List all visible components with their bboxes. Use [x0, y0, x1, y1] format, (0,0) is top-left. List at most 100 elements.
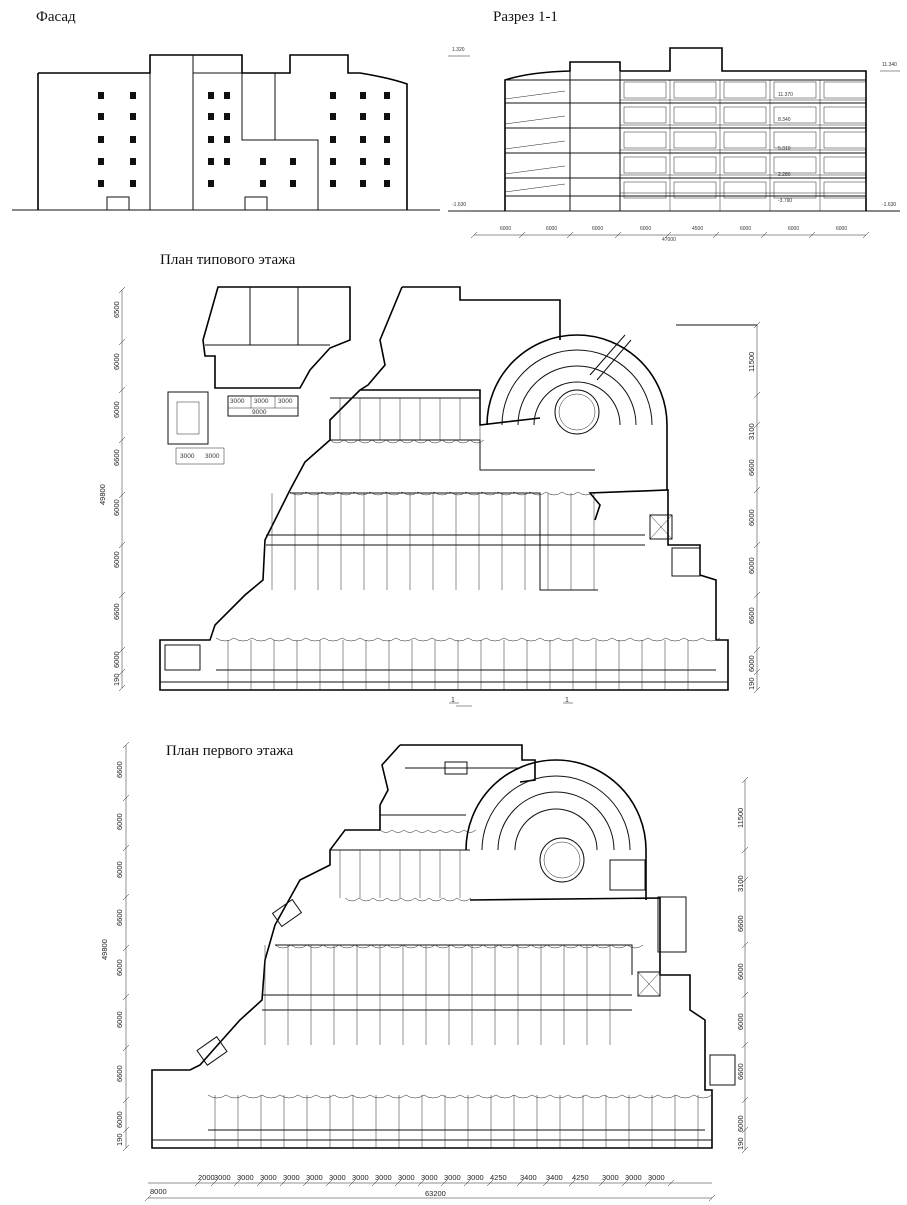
facade-window [260, 158, 266, 165]
fp-left-dim: 6600 [115, 909, 124, 926]
tp-grid-label: 3000 [254, 398, 269, 405]
tp-right-dim: 190 [747, 677, 756, 690]
fp-right-dim: 6600 [736, 915, 745, 932]
section-bottom-dim: 6000 [740, 226, 752, 232]
fp-bottom-dim: 3000 [237, 1173, 254, 1182]
section-floor-label: 8.340 [778, 117, 791, 123]
facade-window [130, 92, 136, 99]
fp-left-dim: 6600 [115, 1065, 124, 1082]
section-floors [504, 80, 867, 211]
tp-right-dim: 3100 [747, 423, 756, 440]
fp-bottom-dim: 2000 [198, 1173, 215, 1182]
facade-window [130, 180, 136, 187]
fp-left-dim: 6600 [115, 761, 124, 778]
facade-window [130, 136, 136, 143]
section-level-label: 1.320 [452, 47, 465, 53]
tp-right-dim: 6600 [747, 607, 756, 624]
tp-grid-label: 3000 [205, 453, 220, 460]
facade-window [384, 180, 390, 187]
facade-title: Фасад [36, 9, 76, 25]
facade-windows [98, 92, 390, 187]
section-bottom-dim: 6000 [500, 226, 512, 232]
facade-window [360, 136, 366, 143]
facade-window [384, 113, 390, 120]
facade-window [98, 158, 104, 165]
fp-bottom-total: 63200 [425, 1189, 446, 1198]
tp-cut-mark: 1 [451, 697, 455, 704]
fp-bottom-dim: 3000 [648, 1173, 665, 1182]
fp-bottom-dim: 3000 [306, 1173, 323, 1182]
tp-right-dim: 6000 [747, 655, 756, 672]
fp-bottom-dim: 4250 [490, 1173, 507, 1182]
fp-right-dim: 6000 [736, 963, 745, 980]
tp-left-dim: 6000 [112, 353, 121, 370]
section-title: Разрез 1-1 [493, 9, 558, 25]
facade-window [98, 92, 104, 99]
tp-grid-label: 3000 [278, 398, 293, 405]
typical-plan-drawing [118, 286, 761, 707]
tp-right-dim: 6000 [747, 509, 756, 526]
facade-window [260, 180, 266, 187]
facade-window [224, 136, 230, 143]
first-plan-title: План первого этажа [166, 743, 294, 759]
section-floor-label: 5.310 [778, 146, 791, 152]
facade-window [98, 113, 104, 120]
facade-window [290, 180, 296, 187]
section-floor-label: 11.370 [778, 92, 793, 98]
facade-window [330, 92, 336, 99]
tp-left-dim: 6600 [112, 449, 121, 466]
facade-window [384, 136, 390, 143]
facade-window [208, 158, 214, 165]
facade-window [208, 180, 214, 187]
fp-bottom-dim: 3400 [546, 1173, 563, 1182]
section-drawing [448, 47, 900, 239]
facade-window [208, 136, 214, 143]
section-floor-label: -3.790 [778, 198, 793, 204]
tp-left-dim: 6500 [112, 301, 121, 318]
section-bottom-dim: 6000 [836, 226, 848, 232]
tp-left-dim: 6000 [112, 551, 121, 568]
fp-left-dim: 6000 [115, 959, 124, 976]
facade-window [384, 92, 390, 99]
facade-window [130, 113, 136, 120]
tp-left-total: 49800 [98, 484, 107, 505]
fp-bottom-dim: 3000 [421, 1173, 438, 1182]
section-bottom-total: 47000 [662, 237, 676, 243]
fp-bottom-dim: 3000 [352, 1173, 369, 1182]
facade-window [208, 113, 214, 120]
section-floor-label: 2.280 [778, 172, 791, 178]
fp-left-dim: 6000 [115, 813, 124, 830]
tp-left-dim: 6000 [112, 401, 121, 418]
fp-bottom-dim: 3400 [520, 1173, 537, 1182]
facade-window [98, 136, 104, 143]
fp-right-dim: 190 [736, 1137, 745, 1150]
facade-window [98, 180, 104, 187]
tp-right-dim: 6000 [747, 557, 756, 574]
fp-left-dim: 6000 [115, 861, 124, 878]
fp-right-dim: 11500 [736, 807, 745, 828]
fp-right-dim: 6600 [736, 1063, 745, 1080]
fp-right-dim: 6000 [736, 1115, 745, 1132]
tp-left-dim: 6000 [112, 499, 121, 516]
tp-right-dim: 11500 [747, 351, 756, 372]
fp-bottom-dim: 3000 [375, 1173, 392, 1182]
section-level-label: 11.340 [882, 62, 897, 68]
tp-grid-label: 3000 [180, 453, 195, 460]
facade-window [384, 158, 390, 165]
tp-right-dim: 6600 [747, 459, 756, 476]
facade-window [224, 92, 230, 99]
tp-left-dim: 6600 [112, 603, 121, 620]
typical-plan-title: План типового этажа [160, 252, 296, 268]
facade-window [330, 113, 336, 120]
fp-bottom-dim: 3000 [329, 1173, 346, 1182]
fp-bottom-dim: 3000 [467, 1173, 484, 1182]
facade-window [290, 158, 296, 165]
fp-bottom-dim: 3000 [625, 1173, 642, 1182]
facade-window [208, 92, 214, 99]
fp-bottom-dim: 3000 [260, 1173, 277, 1182]
fp-bottom-dim: 4250 [572, 1173, 589, 1182]
tp-cut-mark: 1 [565, 697, 569, 704]
section-dim-ticks [470, 231, 870, 239]
section-level-label: -1.630 [452, 202, 467, 208]
